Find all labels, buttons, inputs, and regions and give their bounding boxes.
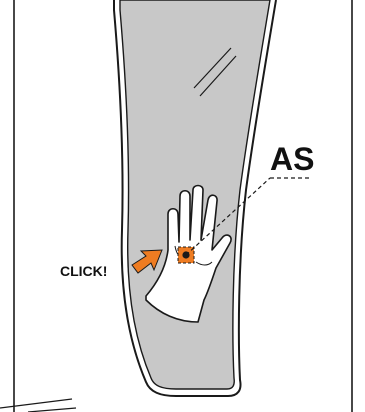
glass-reflection-line: [199, 55, 237, 97]
floor-line-2: [27, 407, 77, 412]
floor-line: [0, 398, 73, 409]
glass-reflection-line-2: [193, 47, 232, 89]
sensor-leader-line: [185, 177, 271, 256]
push-arrow-icon: [131, 249, 163, 274]
sensor-label: AS: [270, 141, 314, 177]
click-label: CLICK!: [60, 263, 107, 279]
